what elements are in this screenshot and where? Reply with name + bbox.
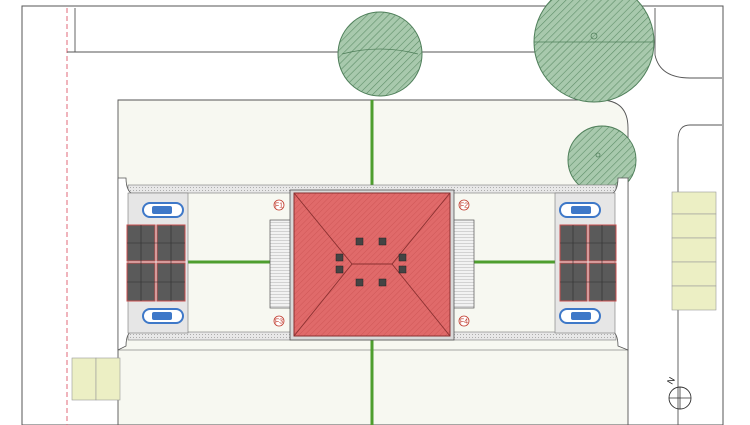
stairs-east: [451, 219, 475, 309]
car-east-bottom: [559, 308, 601, 324]
building: [289, 189, 455, 341]
path-curb-right: [654, 8, 722, 79]
roof-vent-7: [355, 278, 364, 287]
roof-vent-6: [398, 265, 407, 274]
parking-pads-west: [71, 357, 121, 401]
path-curb-inner: [677, 124, 722, 425]
carport-east: [554, 177, 629, 351]
frame: [21, 5, 724, 425]
tree-1: [337, 11, 423, 97]
entrance-label-f4: F4: [460, 319, 468, 326]
car-east-top: [559, 202, 601, 218]
roof-vent-4: [398, 253, 407, 262]
entrance-label-f1: F1: [275, 203, 283, 210]
carport-west: [117, 177, 189, 351]
entrance-marker-f2: F2: [458, 199, 470, 211]
entrance-label-f3: F3: [275, 319, 283, 326]
roof-vent-5: [335, 265, 344, 274]
roof-vent-8: [378, 278, 387, 287]
stairs-west: [269, 219, 293, 309]
north-arrow-label: N: [665, 375, 677, 386]
entrance-marker-f3: F3: [273, 315, 285, 327]
north-arrow: N: [665, 375, 692, 410]
roof-vent-1: [355, 237, 364, 246]
parking-pads-east: [671, 191, 717, 311]
car-west-top: [142, 202, 184, 218]
roof-vent-3: [335, 253, 344, 262]
roof: [293, 192, 451, 337]
roof-vent-2: [378, 237, 387, 246]
entrance-marker-f1: F1: [273, 199, 285, 211]
car-west-bottom: [142, 308, 184, 324]
entrance-marker-f4: F4: [458, 315, 470, 327]
tree-2: [533, 0, 655, 103]
entrance-label-f2: F2: [460, 203, 468, 210]
